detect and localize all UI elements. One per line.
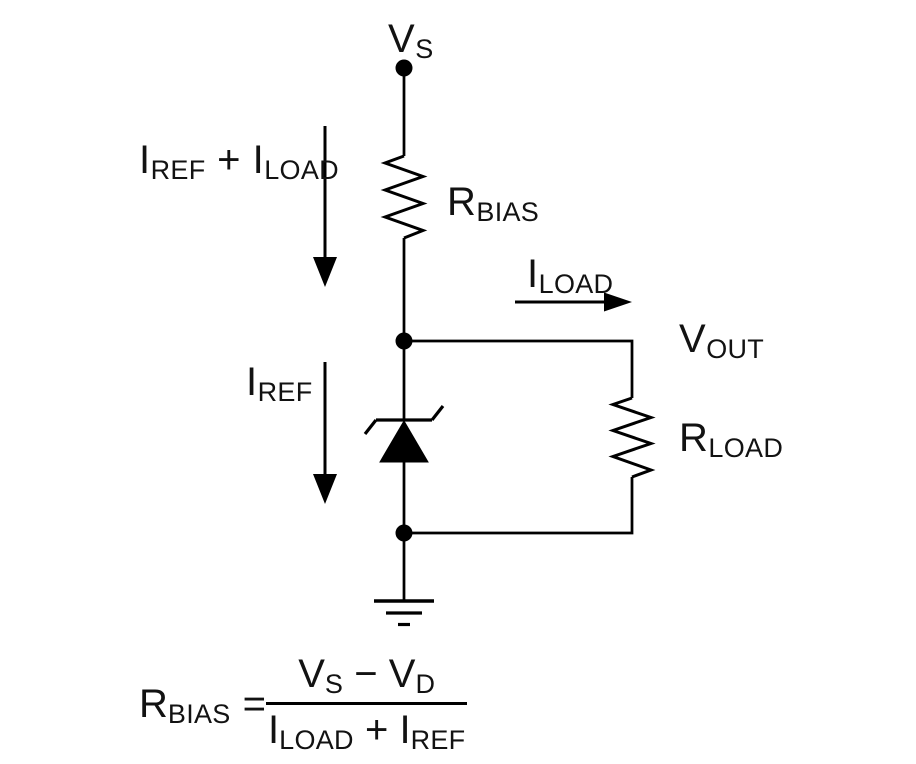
ref-current-arrow-head: [313, 474, 337, 504]
rbias-resistor-symbol: [380, 154, 428, 240]
zener-cathode-tail-right: [430, 405, 445, 421]
rload-resistor-symbol: [608, 396, 656, 479]
label-subscript: OUT: [706, 334, 765, 364]
supply-terminal-dot: [395, 59, 413, 77]
label-output-voltage: VOUT: [679, 317, 764, 363]
label-text: I: [527, 252, 539, 296]
label-text: + I: [205, 138, 265, 182]
ref-current-arrow: [313, 362, 337, 504]
label-subscript: REF: [257, 377, 313, 407]
bias-current-arrow-head: [313, 257, 337, 287]
formula-text: − V: [343, 652, 416, 696]
formula-text: V: [298, 652, 325, 696]
load-current-arrow-head: [604, 292, 632, 312]
load-current-arrow: [515, 292, 632, 312]
zener-anode-triangle: [379, 420, 429, 463]
zener-diode-symbol: [363, 405, 445, 463]
formula-subscript: D: [415, 669, 436, 699]
label-text: V: [388, 17, 416, 61]
formula-lhs: RBIAS =: [139, 682, 266, 728]
equals-sign: =: [242, 682, 266, 726]
label-text: R: [447, 180, 477, 224]
ground-symbol: [374, 599, 434, 627]
formula-subscript: REF: [410, 725, 466, 756]
label-subscript: LOAD: [708, 433, 784, 463]
formula-numerator: VS − VD: [280, 654, 453, 702]
wire-output-branch-top: [404, 339, 634, 398]
label-subscript: REF: [150, 155, 206, 185]
label-subscript: LOAD: [264, 155, 339, 185]
label-text: V: [679, 317, 707, 361]
label-subscript: S: [415, 34, 434, 64]
label-text: R: [679, 416, 709, 460]
fraction-bar: [266, 702, 468, 706]
label-load-current: ILOAD: [527, 252, 613, 298]
formula-subscript: LOAD: [279, 725, 354, 756]
label-subscript: BIAS: [476, 197, 540, 227]
formula-subscript: BIAS: [167, 699, 231, 729]
formula-denominator: ILOAD + IREF: [266, 705, 467, 754]
label-bias-resistor: RBIAS: [447, 180, 539, 226]
bias-current-arrow: [313, 126, 337, 287]
formula-text: + I: [353, 708, 411, 753]
label-text: I: [139, 138, 151, 182]
label-bias-current: IREF + ILOAD: [139, 138, 339, 184]
label-supply-voltage: VS: [388, 17, 434, 63]
zener-cathode-tail-left: [363, 419, 378, 435]
formula-text: I: [268, 708, 280, 753]
ground-node-dot: [395, 524, 413, 542]
label-text: I: [246, 360, 258, 404]
label-load-resistor: RLOAD: [679, 416, 783, 462]
wire-output-branch-bottom: [404, 477, 634, 535]
formula-subscript: S: [324, 669, 344, 699]
output-node-dot: [395, 332, 413, 350]
label-ref-current: IREF: [246, 360, 313, 406]
formula-text: R: [139, 682, 168, 726]
label-subscript: LOAD: [538, 269, 614, 299]
formula-fraction: VS − VD ILOAD + IREF: [266, 654, 468, 754]
